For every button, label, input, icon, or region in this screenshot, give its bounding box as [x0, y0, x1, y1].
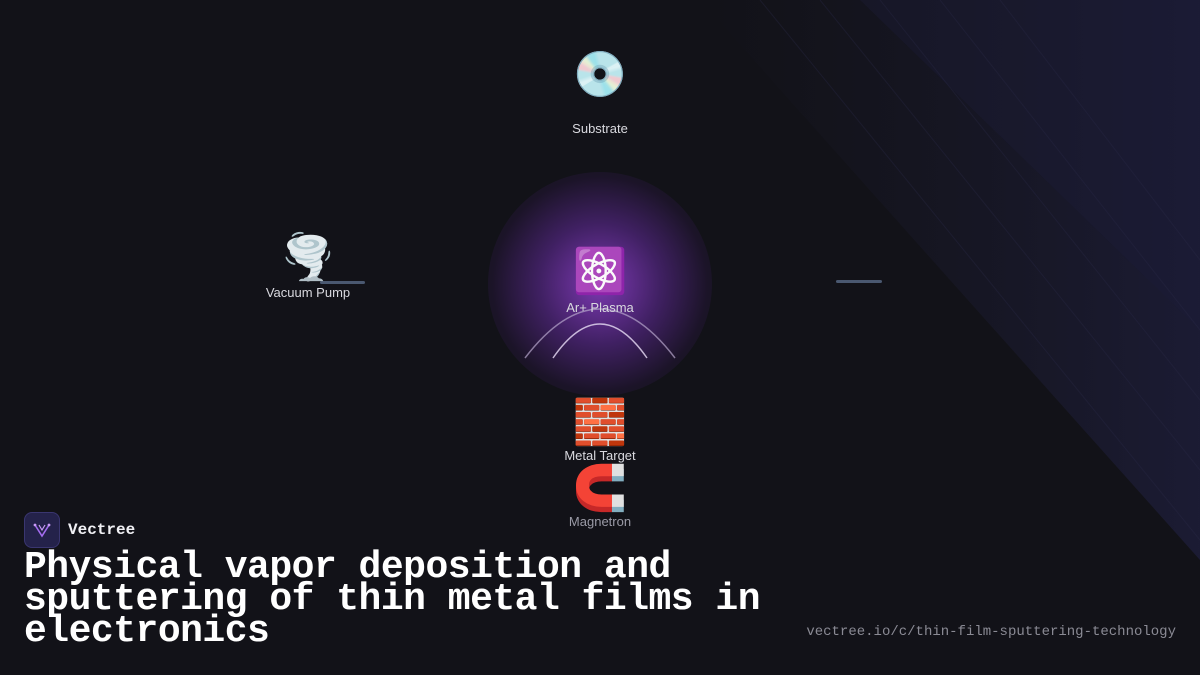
- brand-name: Vectree: [68, 521, 136, 539]
- node-label: Metal Target: [564, 448, 636, 463]
- connector-right: [836, 280, 882, 283]
- node-substrate[interactable]: 💿 Substrate: [520, 49, 680, 137]
- plasma-glow: [488, 172, 712, 396]
- node-label: Ar+ Plasma: [566, 300, 634, 315]
- vectree-logo-icon: [24, 512, 60, 548]
- node-plasma[interactable]: ⚛️ Ar+ Plasma: [520, 246, 680, 316]
- atom-icon: ⚛️: [572, 246, 628, 297]
- disc-icon: 💿: [572, 49, 628, 100]
- node-vacuum-pump[interactable]: 🌪️ Vacuum Pump: [228, 232, 388, 301]
- ion-trajectory-arcs: [524, 308, 676, 359]
- node-label: Substrate: [572, 121, 628, 136]
- magnet-icon: 🧲: [572, 463, 628, 514]
- node-label: Magnetron: [568, 514, 632, 529]
- connector-left: [320, 281, 365, 284]
- brand[interactable]: Vectree: [24, 512, 135, 548]
- node-metal-target[interactable]: 🧱 Metal Target: [520, 397, 680, 464]
- node-magnetron[interactable]: 🧲 Magnetron: [520, 463, 680, 530]
- tornado-icon: 🌪️: [280, 232, 336, 283]
- node-label: Vacuum Pump: [265, 285, 351, 300]
- brick-icon: 🧱: [572, 397, 628, 448]
- page-title: Physical vapor deposition and sputtering…: [24, 546, 761, 653]
- source-url[interactable]: vectree.io/c/thin-film-sputtering-techno…: [806, 624, 1176, 640]
